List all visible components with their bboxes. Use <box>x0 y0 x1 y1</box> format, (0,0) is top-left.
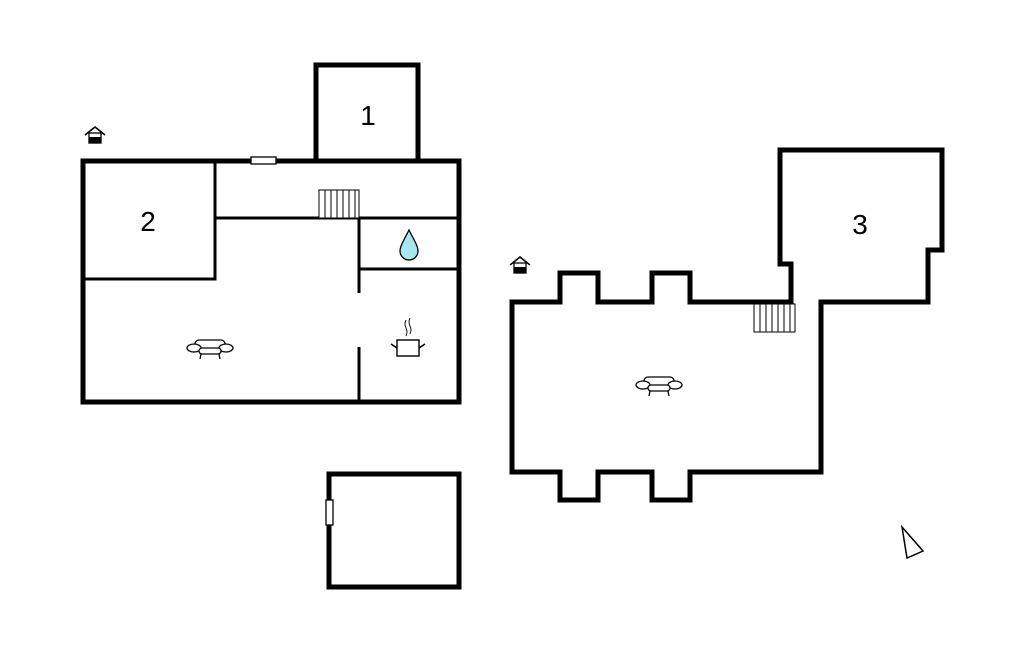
small-building <box>325 471 462 590</box>
window-icon <box>325 499 334 526</box>
stairs-icon <box>318 189 360 219</box>
room-label-2: 2 <box>140 206 156 237</box>
house-entrance-icon <box>509 256 531 274</box>
left-building: 1 2 <box>80 62 462 405</box>
sofa-icon <box>186 339 234 360</box>
room-1-wall <box>313 62 421 161</box>
small-building-wall <box>326 471 462 590</box>
room-label-1: 1 <box>360 100 376 131</box>
compass-north-icon <box>900 524 925 560</box>
stairs-icon <box>753 303 796 333</box>
cooking-pot-icon <box>390 317 426 357</box>
right-building-wall <box>509 147 945 503</box>
water-drop-icon <box>399 228 419 261</box>
left-building-outer-wall <box>80 158 462 405</box>
right-building: 3 <box>509 147 945 503</box>
room-label-3: 3 <box>852 209 868 240</box>
sofa-icon <box>635 376 683 397</box>
window-icon <box>250 156 277 165</box>
house-entrance-icon <box>84 126 106 144</box>
room-2-wall <box>83 161 217 281</box>
